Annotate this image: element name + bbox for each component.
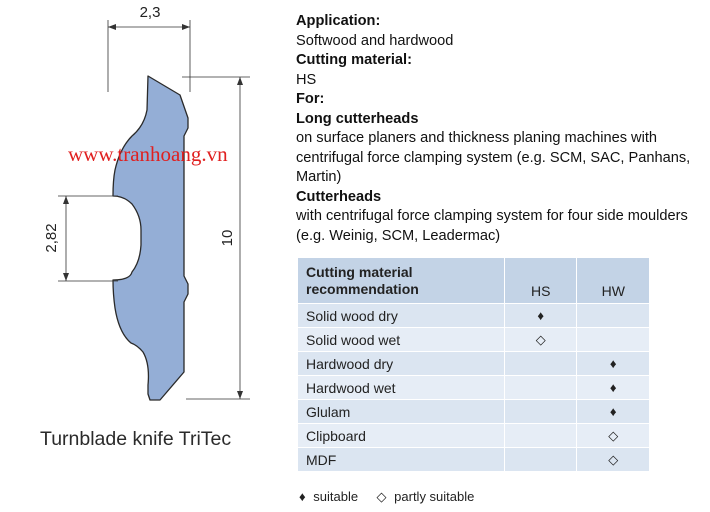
application-heading: Application:: [296, 13, 381, 29]
row-hw-mark: ◇: [576, 447, 650, 472]
partly-suitable-symbol: ◇: [376, 489, 387, 504]
cutterheads-heading: Cutterheads: [296, 188, 382, 205]
header-line-2: recommendation: [306, 280, 419, 297]
table-row: MDF ◇: [297, 447, 650, 472]
table-header-row: Cutting material recommendation HS HW: [297, 257, 650, 304]
row-material-name: Hardwood wet: [297, 375, 505, 400]
dim-width-label: 2,3: [140, 4, 161, 21]
legend: ♦ suitable ◇ partly suitable: [299, 489, 478, 505]
table-row: Clipboard ◇: [297, 423, 650, 448]
row-material-name: Solid wood wet: [297, 327, 505, 352]
row-hw-mark: ◇: [576, 423, 650, 448]
recommendation-table: Cutting material recommendation HS HW So…: [297, 257, 650, 472]
website-watermark: www.tranhoang.vn: [68, 142, 228, 166]
row-hs-mark: [503, 375, 578, 400]
row-hs-mark: ♦: [503, 303, 578, 328]
cutterheads-text: with centrifugal force clamping system f…: [296, 208, 688, 244]
row-hs-mark: [503, 423, 578, 448]
cutting-material-text: HS: [296, 71, 317, 88]
dim-height-label: 10: [219, 230, 236, 247]
row-hs-mark: ◇: [503, 327, 578, 352]
row-hs-mark: [503, 351, 578, 376]
dim-radius-label: 2,82: [43, 223, 60, 252]
table-header-title: Cutting material recommendation: [297, 257, 505, 304]
knife-profile-shape: [112, 75, 189, 401]
row-hw-mark: [576, 327, 650, 352]
table-row: Hardwood dry ♦: [297, 351, 650, 376]
row-material-name: Glulam: [297, 399, 505, 424]
table-row: Solid wood dry ♦: [297, 303, 650, 328]
row-hs-mark: [503, 399, 578, 424]
table-row: Solid wood wet ◇: [297, 327, 650, 352]
header-line-1: Cutting material: [306, 263, 413, 280]
column-header-hw: HW: [576, 257, 650, 304]
partly-suitable-label: partly suitable: [394, 489, 475, 504]
row-material-name: MDF: [297, 447, 505, 472]
product-description: Application: Softwood and hardwood Cutti…: [296, 12, 708, 246]
application-text: Softwood and hardwood: [296, 32, 454, 49]
row-material-name: Hardwood dry: [297, 351, 505, 376]
drawing-caption: Turnblade knife TriTec: [40, 428, 232, 450]
table-row: Glulam ♦: [297, 399, 650, 424]
suitable-label: suitable: [313, 489, 359, 504]
knife-profile-drawing: 2,3 10 2,82: [43, 4, 250, 401]
row-hw-mark: ♦: [576, 351, 650, 376]
table-row: Hardwood wet ♦: [297, 375, 650, 400]
for-heading: For:: [296, 91, 325, 107]
suitable-symbol: ♦: [299, 489, 306, 504]
cutting-material-heading: Cutting material:: [296, 52, 412, 68]
column-header-hs: HS: [503, 257, 578, 304]
row-material-name: Clipboard: [297, 423, 505, 448]
row-hw-mark: [576, 303, 650, 328]
row-hw-mark: ♦: [576, 375, 650, 400]
long-cutterheads-heading: Long cutterheads: [296, 110, 419, 127]
long-cutterheads-text: on surface planers and thickness planing…: [296, 130, 691, 185]
row-hw-mark: ♦: [576, 399, 650, 424]
row-material-name: Solid wood dry: [297, 303, 505, 328]
row-hs-mark: [503, 447, 578, 472]
